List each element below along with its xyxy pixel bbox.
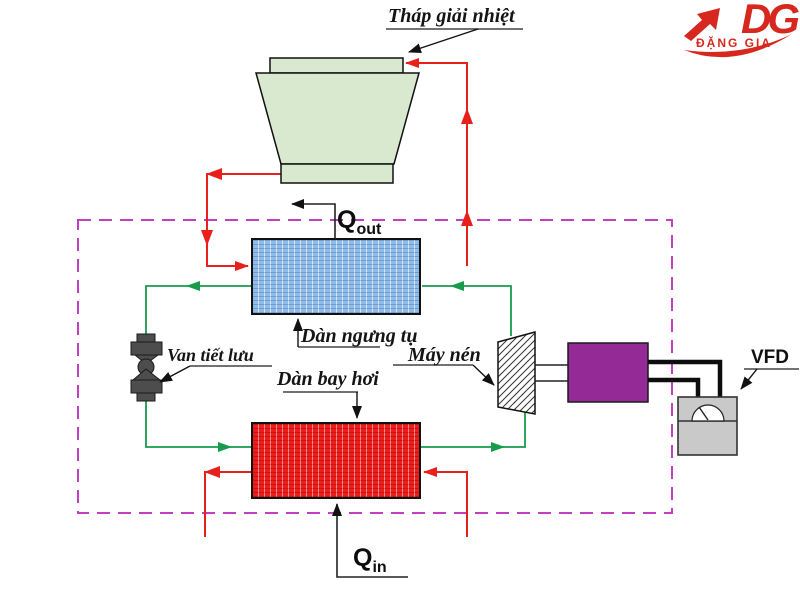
vfd-gauge-needle bbox=[698, 406, 709, 421]
cooling-tower-shape bbox=[255, 57, 420, 184]
chilled-water-supply-line bbox=[204, 471, 252, 537]
q-in-symbol: Q bbox=[353, 544, 373, 572]
condenser-to-tower-line bbox=[405, 58, 468, 266]
label-vfd: VFD bbox=[751, 347, 789, 368]
tower-top-deck bbox=[269, 57, 404, 74]
tower-basin bbox=[280, 163, 394, 184]
expansion-valve-shape bbox=[130, 333, 163, 402]
vfd-leader bbox=[740, 368, 758, 390]
refrigerant-flow-arrows bbox=[186, 281, 505, 452]
evaporator-block bbox=[251, 422, 421, 499]
brand-logo: DG ĐẶNG GIA bbox=[668, 0, 800, 68]
chilled-water-return-line bbox=[423, 467, 468, 537]
label-cooling-tower: Tháp giải nhiệt bbox=[388, 5, 515, 27]
arrow-up-icon bbox=[461, 210, 473, 226]
compressor-to-condenser-line bbox=[422, 285, 512, 336]
logo-arrow-icon bbox=[684, 8, 720, 41]
label-q-in: Qin bbox=[353, 546, 387, 576]
evaporator-to-compressor-line bbox=[420, 412, 526, 448]
compressor-shaft-lines bbox=[535, 364, 568, 382]
arrow-left-icon bbox=[206, 168, 222, 180]
compressor-leader bbox=[472, 364, 495, 386]
condenser-block bbox=[251, 238, 421, 315]
valve-top-flange bbox=[136, 333, 156, 343]
logo-swoosh bbox=[684, 34, 792, 58]
arrow-left-icon bbox=[450, 281, 464, 291]
compressor-shape bbox=[497, 331, 536, 415]
power-cable-lower bbox=[648, 377, 701, 397]
arrow-left-icon bbox=[186, 281, 200, 291]
label-q-out: Qout bbox=[337, 208, 381, 238]
arrow-down-icon bbox=[201, 230, 213, 246]
label-compressor: Máy nén bbox=[408, 344, 481, 366]
logo-graphics bbox=[684, 8, 792, 58]
arrow-right-icon bbox=[218, 442, 232, 452]
q-out-symbol: Q bbox=[337, 206, 357, 234]
refrigerant-lines bbox=[145, 285, 526, 448]
power-cable-upper bbox=[648, 359, 723, 397]
valve-lower-body bbox=[130, 379, 163, 394]
vfd-box bbox=[677, 396, 738, 456]
water-lines bbox=[204, 58, 468, 537]
label-condenser: Dàn ngưng tụ bbox=[301, 325, 418, 347]
condenser-to-valve-line bbox=[145, 285, 252, 334]
water-flow-arrows bbox=[201, 108, 473, 478]
cooling-tower-leader bbox=[408, 28, 479, 53]
logo-name: ĐẶNG GIA bbox=[696, 36, 772, 50]
label-leaders bbox=[159, 28, 799, 419]
tower-to-condenser-line bbox=[206, 173, 281, 271]
label-expansion-valve: Van tiết lưu bbox=[167, 345, 254, 365]
label-evaporator: Dàn bay hơi bbox=[277, 368, 379, 390]
motor-block bbox=[567, 342, 649, 403]
system-boundary-dashed bbox=[77, 219, 673, 514]
valve-to-evaporator-line bbox=[145, 400, 252, 448]
tower-body bbox=[255, 72, 420, 165]
valve-leader bbox=[159, 365, 191, 383]
q-out-leader-line bbox=[291, 199, 336, 239]
q-out-subscript: out bbox=[356, 221, 382, 238]
valve-upper-body bbox=[130, 341, 163, 356]
q-in-leader-line bbox=[332, 503, 408, 578]
valve-lower-cone bbox=[131, 368, 162, 381]
valve-bottom-flange bbox=[136, 392, 156, 402]
arrow-up-icon bbox=[461, 108, 473, 124]
logo-monogram: DG bbox=[741, 0, 800, 42]
q-in-subscript: in bbox=[372, 559, 387, 576]
arrow-right-icon bbox=[491, 442, 505, 452]
arrow-left-icon bbox=[204, 466, 220, 478]
